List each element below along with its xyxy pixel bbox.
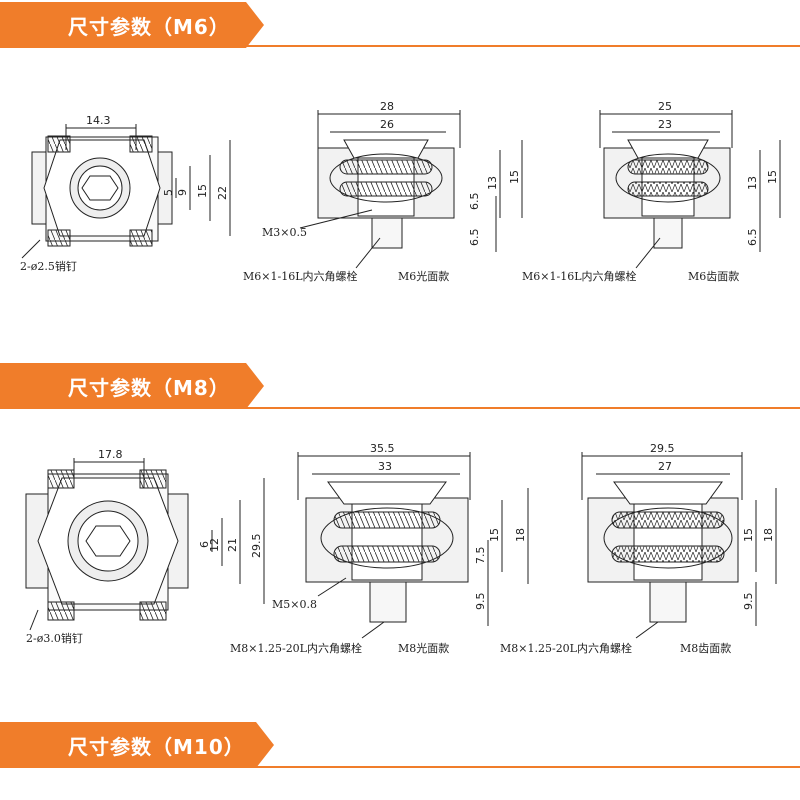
dim-m6t-w-inner: 23 <box>658 118 672 131</box>
label-m8-pin: 2-ø3.0销钉 <box>26 631 83 645</box>
section-divider-m8 <box>0 407 800 409</box>
dim-m6s-w-outer: 28 <box>380 100 394 113</box>
dim-m6-h-mid: 9 <box>176 189 189 196</box>
label-m8-smooth: M8光面款 <box>398 641 449 655</box>
dim-m6s-w-inner: 26 <box>380 118 394 131</box>
dim-m6-h-outer: 15 <box>196 184 209 198</box>
dim-m8t-w-outer: 29.5 <box>650 442 675 455</box>
section-divider-m6 <box>0 45 800 47</box>
dim-m8s-h4: 9.5 <box>474 593 487 611</box>
m6-top-view <box>21 124 231 259</box>
m8-tooth-dimensions: 29.5 27 15 18 9.5 M8×1.25-20L内六角螺栓 M8齿面款 <box>500 442 775 655</box>
tab-edge <box>246 2 264 48</box>
dim-m6-h-inner: 5 <box>162 189 175 196</box>
m8-smooth-side-view <box>297 452 529 639</box>
label-m8-tooth: M8齿面款 <box>680 641 731 655</box>
dim-m6t-h1: 13 <box>746 176 759 190</box>
dim-m8-h-inner: 6 <box>198 541 211 548</box>
m8-smooth-dimensions: 35.5 33 15 18 7.5 9.5 M5×0.8 M8×1.25-20L… <box>230 442 527 655</box>
dim-m8s-h3: 7.5 <box>474 547 487 565</box>
label-m6s-bolt: M6×1-16L内六角螺栓 <box>243 269 358 283</box>
tab-edge <box>256 722 274 768</box>
tab-edge <box>246 363 264 409</box>
dim-m8-width: 17.8 <box>98 448 123 461</box>
m6-top-dimensions: 14.3 5 9 15 22 2-ø2.5销钉 <box>20 114 229 273</box>
dim-m8-h-outer: 21 <box>226 538 239 552</box>
dim-m8t-h3: 9.5 <box>742 593 755 611</box>
dim-m6-width: 14.3 <box>86 114 111 127</box>
label-m8s-bolt: M8×1.25-20L内六角螺栓 <box>230 641 362 655</box>
dim-m8t-w-inner: 27 <box>658 460 672 473</box>
label-m8-thread: M5×0.8 <box>272 598 317 611</box>
m8-top-view <box>25 458 265 631</box>
dim-m8s-w-outer: 35.5 <box>370 442 395 455</box>
label-m8t-bolt: M8×1.25-20L内六角螺栓 <box>500 641 632 655</box>
dim-m8s-w-inner: 33 <box>378 460 392 473</box>
m6-tooth-side-view <box>599 110 781 269</box>
dim-m8-h-mid: 12 <box>208 538 221 552</box>
m8-top-dimensions: 17.8 6 12 21 29.5 2-ø3.0销钉 <box>26 448 263 645</box>
dim-m8s-h2: 18 <box>514 528 527 542</box>
dim-m8-h-total: 29.5 <box>250 534 263 559</box>
dim-m6t-h3: 6.5 <box>746 229 759 247</box>
section-divider-m10 <box>0 766 800 768</box>
dim-m6s-h2: 15 <box>508 170 521 184</box>
label-m6-smooth: M6光面款 <box>398 269 449 283</box>
dim-m6s-h3: 6.5 <box>468 193 481 211</box>
dim-m8s-h1: 15 <box>488 528 501 542</box>
label-m6-pin: 2-ø2.5销钉 <box>20 259 77 273</box>
m6-tooth-dimensions: 25 23 13 15 6.5 M6×1-16L内六角螺栓 M6齿面款 <box>522 100 779 283</box>
label-m6t-bolt: M6×1-16L内六角螺栓 <box>522 269 637 283</box>
section-title-m10: 尺寸参数（M10） <box>0 722 256 768</box>
label-m6-thread: M3×0.5 <box>262 226 307 239</box>
m6-smooth-dimensions: 28 26 13 15 6.5 6.5 M3×0.5 M6×1-16L内六角螺栓… <box>243 100 521 283</box>
dim-m6s-h1: 13 <box>486 176 499 190</box>
dim-m6s-h4: 6.5 <box>468 229 481 247</box>
dim-m8t-h1: 15 <box>742 528 755 542</box>
section-title-m8: 尺寸参数（M8） <box>0 363 246 409</box>
dim-m6t-w-outer: 25 <box>658 100 672 113</box>
section-title-m6: 尺寸参数（M6） <box>0 2 246 48</box>
m6-smooth-side-view <box>299 110 523 269</box>
dim-m8t-h2: 18 <box>762 528 775 542</box>
dim-m6t-h2: 15 <box>766 170 779 184</box>
label-m6-tooth: M6齿面款 <box>688 269 739 283</box>
m8-tooth-side-view <box>581 452 777 639</box>
dim-m6-h-total: 22 <box>216 186 229 200</box>
